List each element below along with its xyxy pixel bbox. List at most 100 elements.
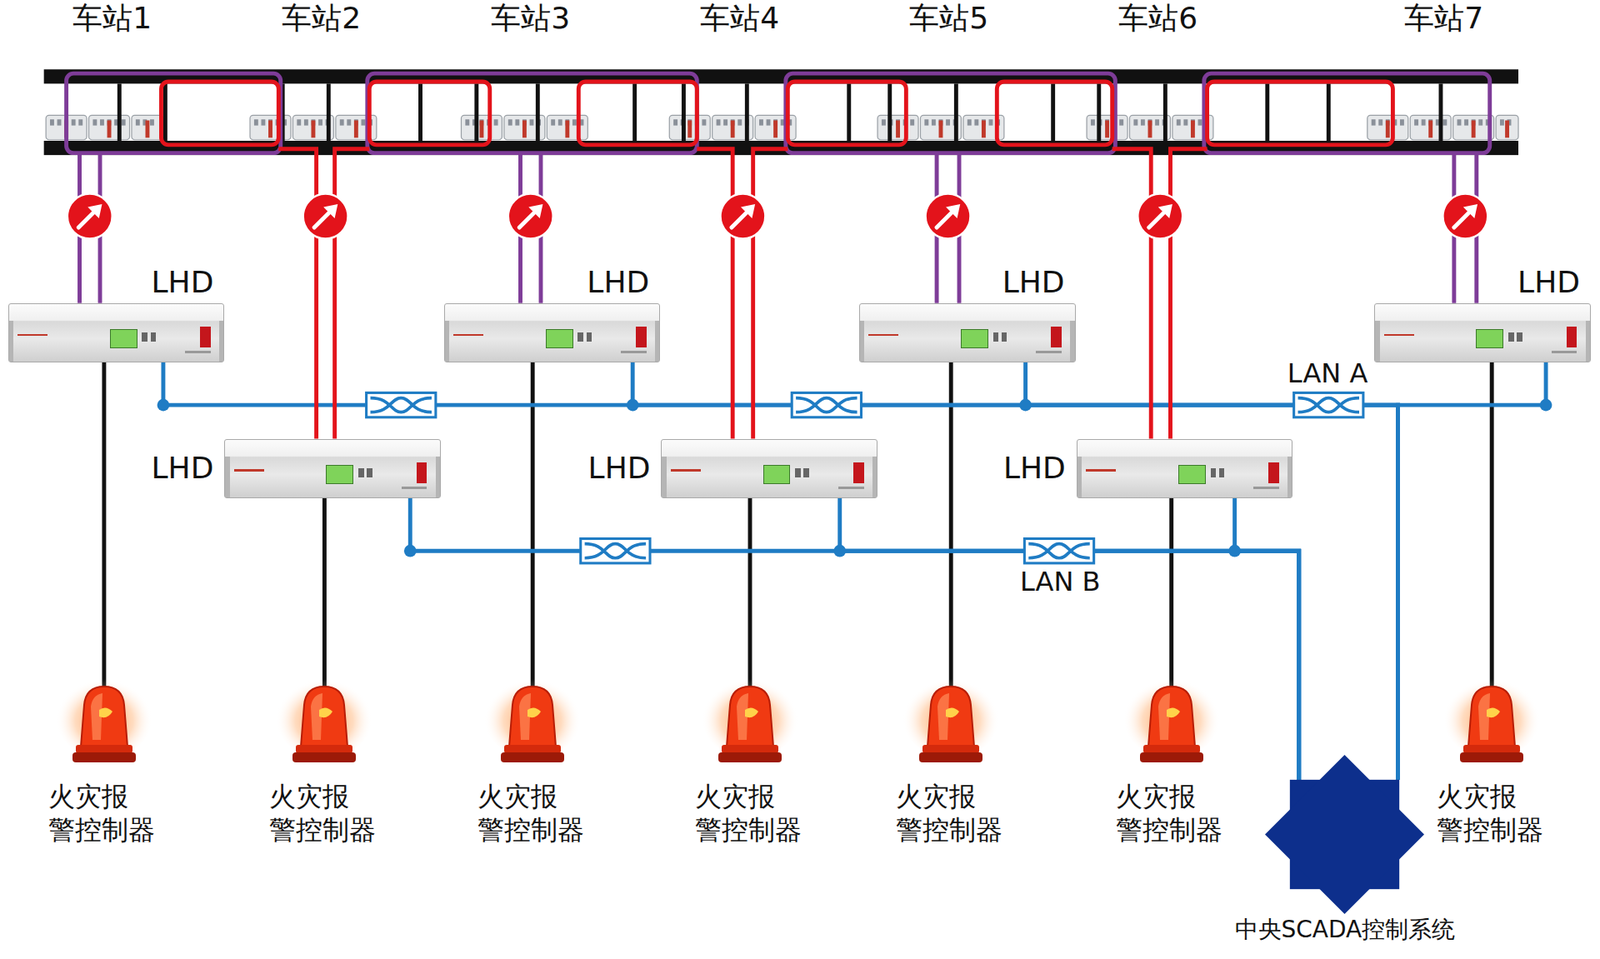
beacon-ring [504,745,561,754]
beacon-ring [721,745,779,754]
train-car [1495,115,1519,140]
car-door [1471,120,1476,138]
fire-alarm-controller: 火灾报 警控制器 [695,673,806,847]
connector-line [322,498,327,689]
car-window [1500,119,1505,125]
car-window [1414,119,1419,125]
fire-alarm-controller: 火灾报 警控制器 [269,673,380,847]
button [358,468,364,478]
red-loop [787,81,906,145]
car-window [1371,119,1376,125]
connector-line [410,498,1300,780]
beacon-base [718,752,782,763]
car-window [121,119,126,125]
connector [163,362,1399,780]
tunnel-post [117,83,122,141]
logo-mark [868,334,899,337]
fire-alarm-controller: 火灾报 警控制器 [1436,673,1548,847]
car-window [1119,119,1124,125]
car-door [1148,120,1153,138]
lcd-display [763,465,791,485]
car-window [318,119,323,125]
button [1516,332,1522,342]
switch-box [1294,392,1364,417]
car-window [1478,119,1483,125]
beacon-ring [922,745,980,754]
rack-ear [445,320,450,361]
connector [103,362,105,689]
beacon-bulb [99,708,113,719]
car-door [1105,120,1110,138]
car-window [1400,119,1405,125]
junction-dots [157,399,1553,558]
button [1219,468,1225,478]
detector-symbol [720,194,765,240]
car-window [974,119,979,125]
model-mark [1551,350,1578,354]
station-name: 车站3 [490,1,570,35]
button [993,332,999,342]
lhd-unit: LHD [8,303,225,363]
car-door [1385,120,1390,138]
car-window [71,119,76,125]
red-loop [160,81,279,145]
connector [632,362,1398,780]
beacon-base [292,752,356,763]
power-switch [200,326,211,348]
connector [1235,498,1300,780]
detector-arrowhead [1463,204,1478,219]
controller-label: 火灾报 警控制器 [695,780,806,847]
car-door [687,120,692,138]
junction-dot [1540,399,1553,412]
model-mark [620,350,647,354]
detector-arrowhead [323,204,338,219]
alarm-beacon [274,673,375,765]
beacon-ring [295,745,353,754]
detector-symbol [67,194,113,240]
beacon-bulb [527,708,541,719]
rack-ear [9,320,14,361]
connector-line [101,362,106,689]
car-door [310,120,315,138]
purple-sensor-loops [66,73,1490,304]
tunnel-post [163,83,168,141]
purple-loop [66,73,281,154]
scada-center: 中央SCADA控制系统 [1265,755,1425,915]
button [1508,332,1514,342]
rack-ear [655,320,660,361]
switch-box [1024,539,1094,564]
tunnel-post [1096,83,1101,141]
red-loop [369,81,490,145]
logo-mark [670,469,701,472]
car-window [766,119,771,125]
rack-ear [872,456,877,497]
alarm-beacon [54,673,155,765]
car-window [100,119,105,125]
model-mark [838,486,865,490]
car-window [1140,119,1145,125]
beacon-dome [726,686,774,747]
car-window [1457,119,1462,125]
car-window [150,119,155,125]
switch-box [366,392,436,417]
rack-ear [1585,320,1590,361]
controller-label: 火灾报 警控制器 [895,780,1007,847]
tunnel-post [326,83,331,141]
beacon-bulb [1486,708,1500,719]
car-window [1155,119,1160,125]
detector-arrowhead [945,204,960,219]
beacon-bulb [1166,708,1180,719]
lcd-display [1178,465,1206,485]
red-sensor-loops [160,81,1393,440]
power-switch [853,462,865,484]
device-label: LHD [1517,265,1580,300]
junction-dot [157,399,170,412]
lhd-unit: LHD [660,439,878,499]
beacon-base [919,752,983,763]
alarm-beacon [900,673,1001,765]
device-label: LHD [151,451,215,485]
detector-arrowhead [740,204,755,219]
car-window [340,119,345,125]
connector [749,498,750,689]
